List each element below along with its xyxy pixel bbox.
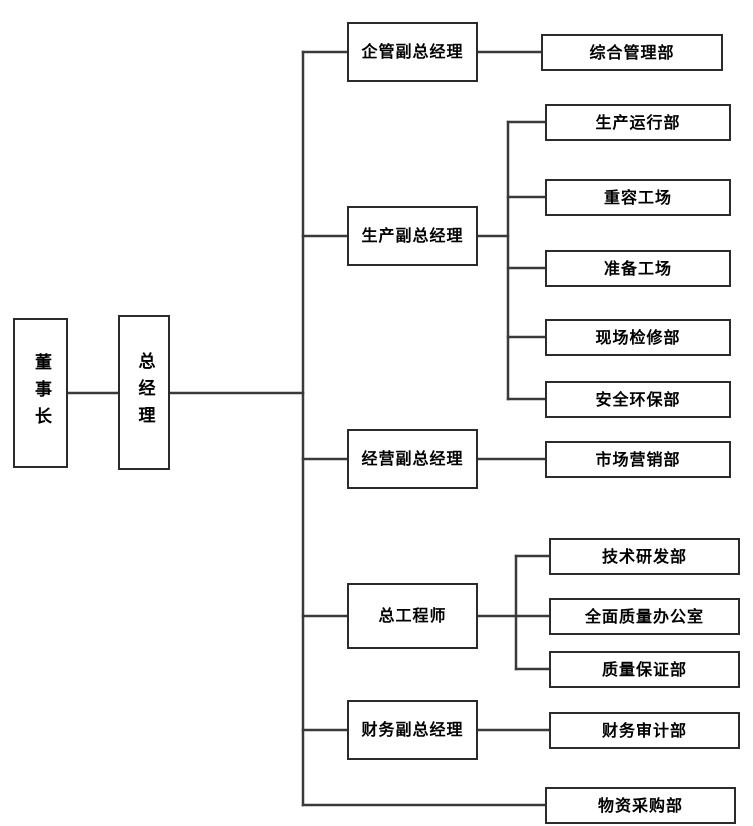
node-vp-finance[interactable]: 财务副总经理 <box>347 700 478 760</box>
node-dept-finance-audit[interactable]: 财务审计部 <box>549 712 740 749</box>
node-dept-safety-environment[interactable]: 安全环保部 <box>545 381 731 418</box>
node-general-manager-label: 总经理 <box>134 352 155 433</box>
node-dept-material-procurement-label: 物资采购部 <box>597 795 683 815</box>
node-dept-site-maintenance-label: 现场检修部 <box>595 327 681 347</box>
node-dept-quality-assurance-label: 质量保证部 <box>601 659 687 679</box>
node-dept-heavy-vessel-shop-label: 重容工场 <box>603 187 672 207</box>
node-dept-safety-environment-label: 安全环保部 <box>595 389 681 409</box>
node-dept-production-ops[interactable]: 生产运行部 <box>545 104 731 141</box>
node-dept-marketing[interactable]: 市场营销部 <box>545 441 731 478</box>
node-chairman-label: 董事长 <box>31 352 51 434</box>
node-dept-total-quality-office-label: 全面质量办公室 <box>584 606 704 626</box>
node-vp-enterprise-label: 企管副总经理 <box>361 42 464 61</box>
node-dept-preparation-shop-label: 准备工场 <box>603 258 672 278</box>
node-chief-engineer[interactable]: 总工程师 <box>347 583 478 649</box>
node-vp-enterprise[interactable]: 企管副总经理 <box>347 22 478 82</box>
node-dept-general-admin[interactable]: 综合管理部 <box>541 34 723 71</box>
node-vp-operations-label: 经营副总经理 <box>361 449 464 468</box>
node-chief-engineer-label: 总工程师 <box>378 606 447 625</box>
node-dept-general-admin-label: 综合管理部 <box>589 42 675 62</box>
node-vp-production-label: 生产副总经理 <box>361 226 464 245</box>
node-dept-finance-audit-label: 财务审计部 <box>601 720 687 740</box>
node-dept-tech-rd[interactable]: 技术研发部 <box>549 538 740 575</box>
node-dept-heavy-vessel-shop[interactable]: 重容工场 <box>545 179 731 216</box>
node-dept-tech-rd-label: 技术研发部 <box>601 546 687 566</box>
node-dept-quality-assurance[interactable]: 质量保证部 <box>549 651 740 688</box>
node-vp-production[interactable]: 生产副总经理 <box>347 206 478 266</box>
node-general-manager[interactable]: 总经理 <box>118 315 170 470</box>
node-dept-preparation-shop[interactable]: 准备工场 <box>545 250 731 287</box>
node-dept-site-maintenance[interactable]: 现场检修部 <box>545 319 731 356</box>
node-dept-material-procurement[interactable]: 物资采购部 <box>545 787 736 824</box>
node-dept-total-quality-office[interactable]: 全面质量办公室 <box>549 598 740 635</box>
node-chairman[interactable]: 董事长 <box>13 318 68 468</box>
node-vp-operations[interactable]: 经营副总经理 <box>347 429 478 489</box>
node-dept-marketing-label: 市场营销部 <box>595 449 681 469</box>
node-dept-production-ops-label: 生产运行部 <box>595 112 681 132</box>
node-vp-finance-label: 财务副总经理 <box>361 720 464 739</box>
